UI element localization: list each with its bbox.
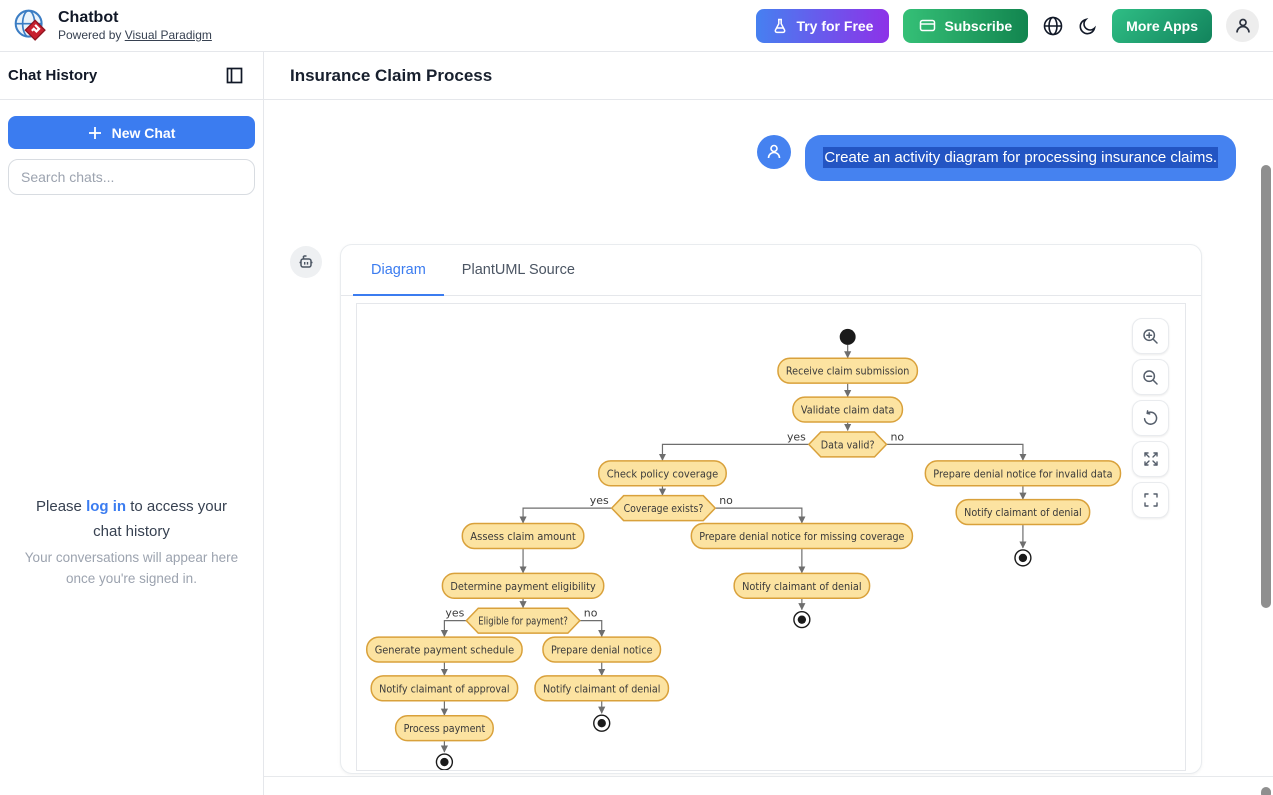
- svg-text:Notify claimant of approval: Notify claimant of approval: [379, 682, 509, 695]
- card-icon: [919, 18, 936, 33]
- globe-icon: [1042, 15, 1064, 37]
- fit-view-button[interactable]: [1132, 441, 1169, 477]
- svg-text:Determine payment eligibility: Determine payment eligibility: [450, 580, 596, 593]
- svg-text:Notify claimant of denial: Notify claimant of denial: [543, 682, 660, 695]
- app-title: Chatbot: [58, 9, 119, 27]
- user-message-text: Create an activity diagram for processin…: [823, 147, 1218, 168]
- page-title: Insurance Claim Process: [290, 65, 493, 85]
- subscribe-button[interactable]: Subscribe: [903, 8, 1029, 43]
- diagram-card: Diagram PlantUML Source yes no yes no yes no R…: [340, 244, 1202, 774]
- zoom-in-button[interactable]: [1132, 318, 1169, 354]
- powered-by: Powered by Visual Paradigm: [58, 27, 212, 42]
- svg-text:Prepare denial notice for inva: Prepare denial notice for invalid data: [933, 467, 1112, 480]
- svg-text:no: no: [719, 494, 733, 507]
- dark-mode-button[interactable]: [1078, 16, 1098, 36]
- user-message-row: Create an activity diagram for processin…: [264, 135, 1273, 181]
- reset-view-button[interactable]: [1132, 400, 1169, 436]
- main-content: Insurance Claim Process Create an activi…: [264, 52, 1273, 795]
- plus-icon: [88, 126, 102, 140]
- chat-area: Create an activity diagram for processin…: [264, 100, 1273, 777]
- svg-text:Prepare denial notice: Prepare denial notice: [551, 644, 653, 657]
- svg-text:yes: yes: [445, 607, 464, 620]
- user-message-avatar: [757, 135, 792, 169]
- app-header: Chatbot Powered by Visual Paradigm Try f…: [0, 0, 1273, 52]
- svg-text:Data valid?: Data valid?: [821, 438, 875, 451]
- svg-text:no: no: [890, 430, 904, 443]
- search-chats-input[interactable]: [8, 159, 255, 195]
- panel-icon: [226, 67, 243, 84]
- svg-text:Validate claim data: Validate claim data: [801, 404, 895, 417]
- flask-icon: [772, 18, 788, 34]
- activity-diagram-svg: yes no yes no yes no Receive claim submissionV…: [365, 328, 1122, 770]
- fullscreen-button[interactable]: [1132, 482, 1169, 518]
- language-button[interactable]: [1042, 15, 1064, 37]
- svg-text:no: no: [584, 607, 598, 620]
- svg-text:Eligible for payment?: Eligible for payment?: [478, 615, 568, 628]
- user-message-bubble: Create an activity diagram for processin…: [805, 135, 1236, 181]
- more-apps-button[interactable]: More Apps: [1112, 8, 1212, 43]
- visual-paradigm-link[interactable]: Visual Paradigm: [124, 27, 212, 42]
- tabs-bar: Diagram PlantUML Source: [341, 245, 1201, 296]
- fullscreen-icon: [1143, 492, 1159, 508]
- moon-icon: [1078, 16, 1098, 36]
- bot-response-row: Diagram PlantUML Source yes no yes no yes no R…: [264, 244, 1273, 774]
- collapse-sidebar-button[interactable]: [226, 67, 243, 84]
- svg-text:yes: yes: [787, 430, 806, 443]
- log-in-link[interactable]: log in: [86, 498, 127, 515]
- expand-arrows-icon: [1143, 451, 1159, 467]
- visual-paradigm-logo: [12, 7, 49, 44]
- user-icon: [1234, 17, 1252, 35]
- scrollbar-thumb[interactable]: [1261, 165, 1271, 608]
- svg-text:Process payment: Process payment: [404, 722, 486, 735]
- svg-text:Notify claimant of denial: Notify claimant of denial: [742, 580, 861, 593]
- svg-text:Assess claim amount: Assess claim amount: [470, 530, 576, 543]
- account-avatar-button[interactable]: [1226, 9, 1259, 42]
- scrollbar-bottom-tip: [1261, 787, 1271, 795]
- diagram-zoom-toolbar: [1132, 318, 1169, 518]
- zoom-out-icon: [1142, 369, 1159, 386]
- zoom-out-button[interactable]: [1132, 359, 1169, 395]
- try-for-free-button[interactable]: Try for Free: [756, 8, 890, 43]
- brand: Chatbot Powered by Visual Paradigm: [12, 7, 212, 44]
- svg-text:Notify claimant of denial: Notify claimant of denial: [964, 506, 1081, 519]
- new-chat-button[interactable]: New Chat: [8, 116, 255, 149]
- sidebar-empty-state: Please log in to access your chat histor…: [24, 498, 239, 587]
- svg-text:Coverage exists?: Coverage exists?: [624, 502, 704, 515]
- tab-diagram[interactable]: Diagram: [353, 245, 444, 296]
- zoom-in-icon: [1142, 328, 1159, 345]
- svg-text:Generate payment schedule: Generate payment schedule: [375, 644, 515, 657]
- svg-text:Check policy coverage: Check policy coverage: [607, 467, 719, 480]
- reset-icon: [1142, 409, 1159, 427]
- tab-plantuml-source[interactable]: PlantUML Source: [444, 245, 593, 295]
- bot-avatar: [290, 246, 322, 278]
- svg-text:Receive claim submission: Receive claim submission: [786, 365, 909, 378]
- header-actions: Try for Free Subscribe: [756, 8, 1259, 43]
- chat-history-sidebar: Chat History New Chat: [0, 52, 264, 795]
- svg-text:Prepare denial notice for miss: Prepare denial notice for missing covera…: [699, 530, 904, 543]
- sidebar-title: Chat History: [8, 67, 98, 84]
- svg-text:yes: yes: [590, 494, 609, 507]
